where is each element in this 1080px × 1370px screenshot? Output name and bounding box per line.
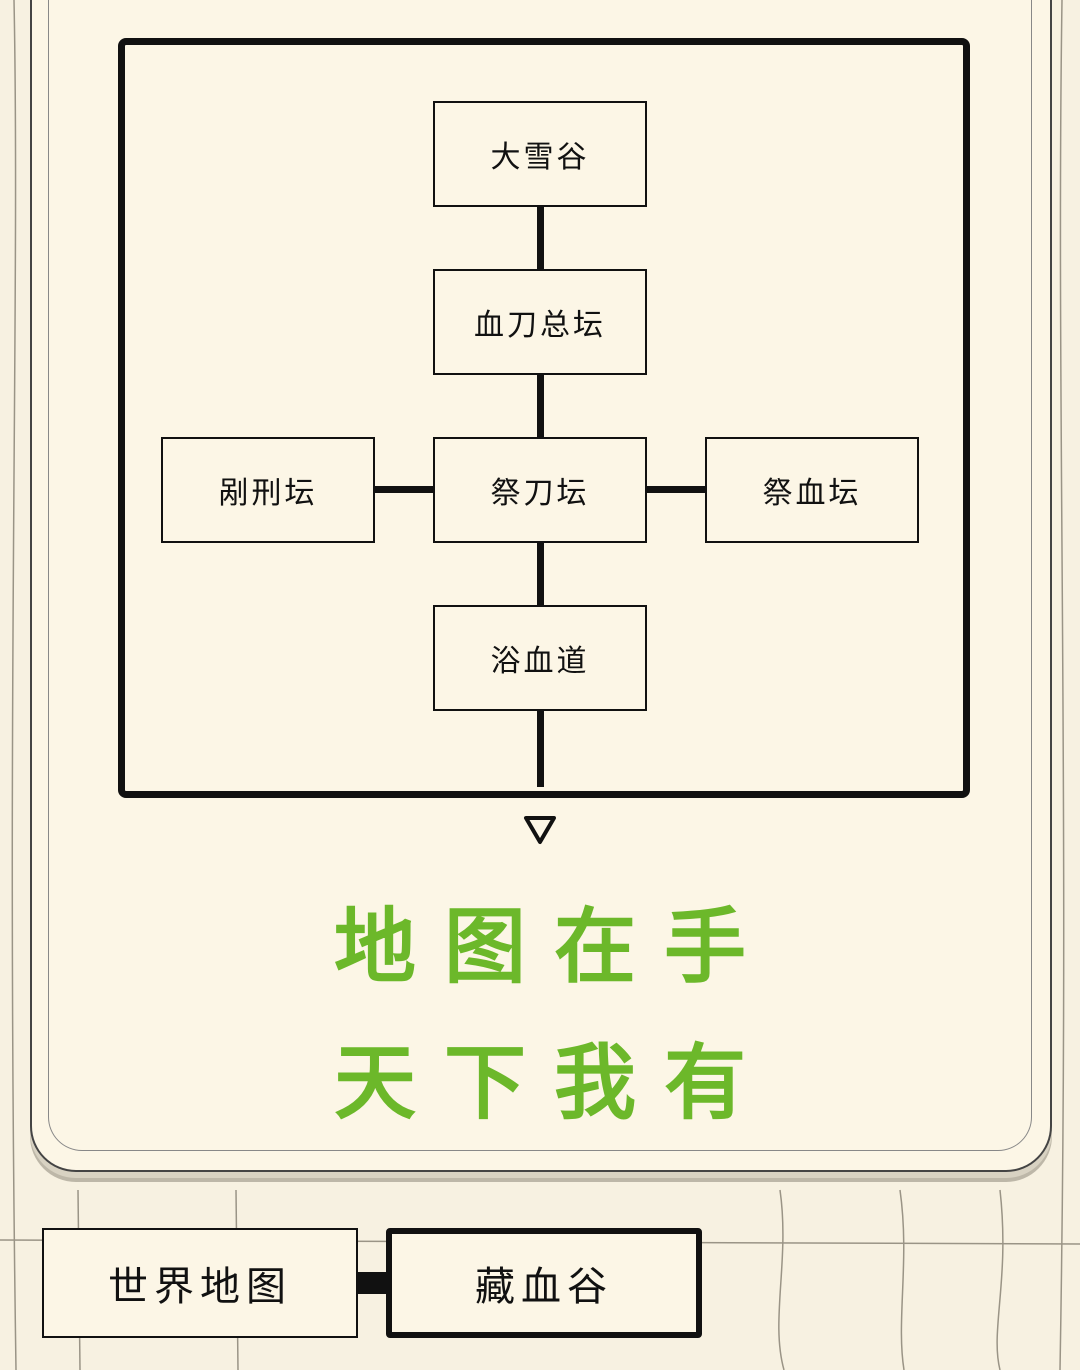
connector-upper-center — [537, 375, 544, 439]
connector-lower-exit — [537, 711, 544, 787]
map-node-xue-dao-zong-tan[interactable]: 血刀总坛 — [433, 269, 647, 375]
current-area-tab[interactable]: 藏血谷 — [386, 1228, 702, 1338]
map-node-ji-xue-tan[interactable]: 祭血坛 — [705, 437, 919, 543]
paper-border — [48, 0, 1032, 1151]
connector-center-right — [647, 486, 707, 493]
slogan-line-1: 地图在手 — [333, 900, 774, 995]
connector-left-center — [375, 486, 435, 493]
tab-connector — [356, 1272, 388, 1294]
map-node-da-xue-gu[interactable]: 大雪谷 — [433, 101, 647, 207]
world-map-tab[interactable]: 世界地图 — [42, 1228, 358, 1338]
down-triangle-icon[interactable] — [522, 812, 558, 848]
map-node-ji-dao-tan[interactable]: 祭刀坛 — [433, 437, 647, 543]
connector-center-lower — [537, 543, 544, 607]
connector-top-upper — [537, 207, 544, 271]
map-node-yu-xue-dao[interactable]: 浴血道 — [433, 605, 647, 711]
map-node-gua-xing-tan[interactable]: 剐刑坛 — [161, 437, 375, 543]
slogan-line-2: 天下我有 — [333, 1036, 774, 1131]
